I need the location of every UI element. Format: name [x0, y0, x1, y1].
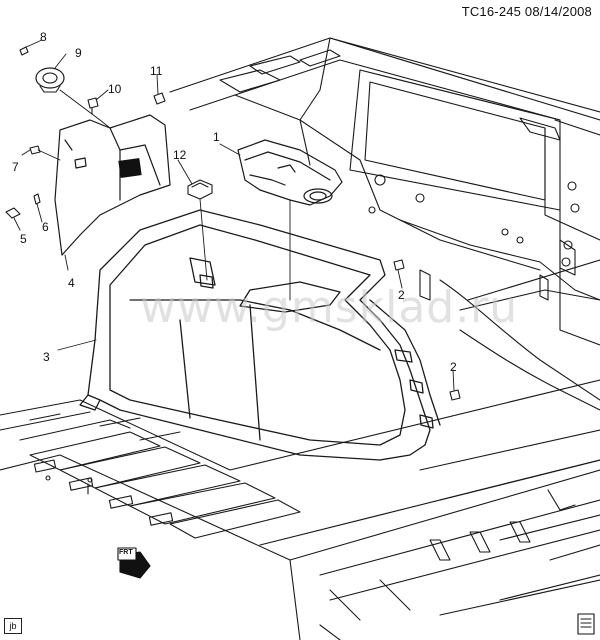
front-arrow-label: FRT [119, 549, 133, 556]
floor-pan [0, 379, 600, 640]
quarter-trim-panel [54, 114, 171, 256]
trim-panel [79, 209, 441, 461]
watermark: www.gmsklad.ru [140, 282, 519, 333]
callout-10: 10 [108, 82, 122, 96]
vehicle-body-outline [169, 37, 600, 411]
corner-badge-left: jb [4, 618, 22, 634]
leader-lines [13, 39, 455, 391]
callout-2-lower: 2 [450, 360, 457, 374]
front-direction-arrow [117, 547, 151, 579]
storage-tray [237, 139, 343, 206]
callout-3: 3 [43, 350, 50, 364]
fasteners [5, 46, 461, 401]
callout-8: 8 [40, 30, 47, 44]
callout-2-upper: 2 [398, 288, 405, 302]
callout-5: 5 [20, 232, 27, 246]
callout-6: 6 [42, 220, 49, 234]
callout-1: 1 [213, 130, 220, 144]
callout-4: 4 [68, 276, 75, 290]
callout-9: 9 [75, 46, 82, 60]
diagram-code: TC16-245 08/14/2008 [461, 4, 592, 19]
bracket-part-12 [187, 179, 213, 200]
corner-badge-right [577, 613, 595, 635]
callout-12: 12 [173, 148, 187, 162]
callout-7: 7 [12, 160, 19, 174]
callout-11: 11 [150, 64, 163, 78]
